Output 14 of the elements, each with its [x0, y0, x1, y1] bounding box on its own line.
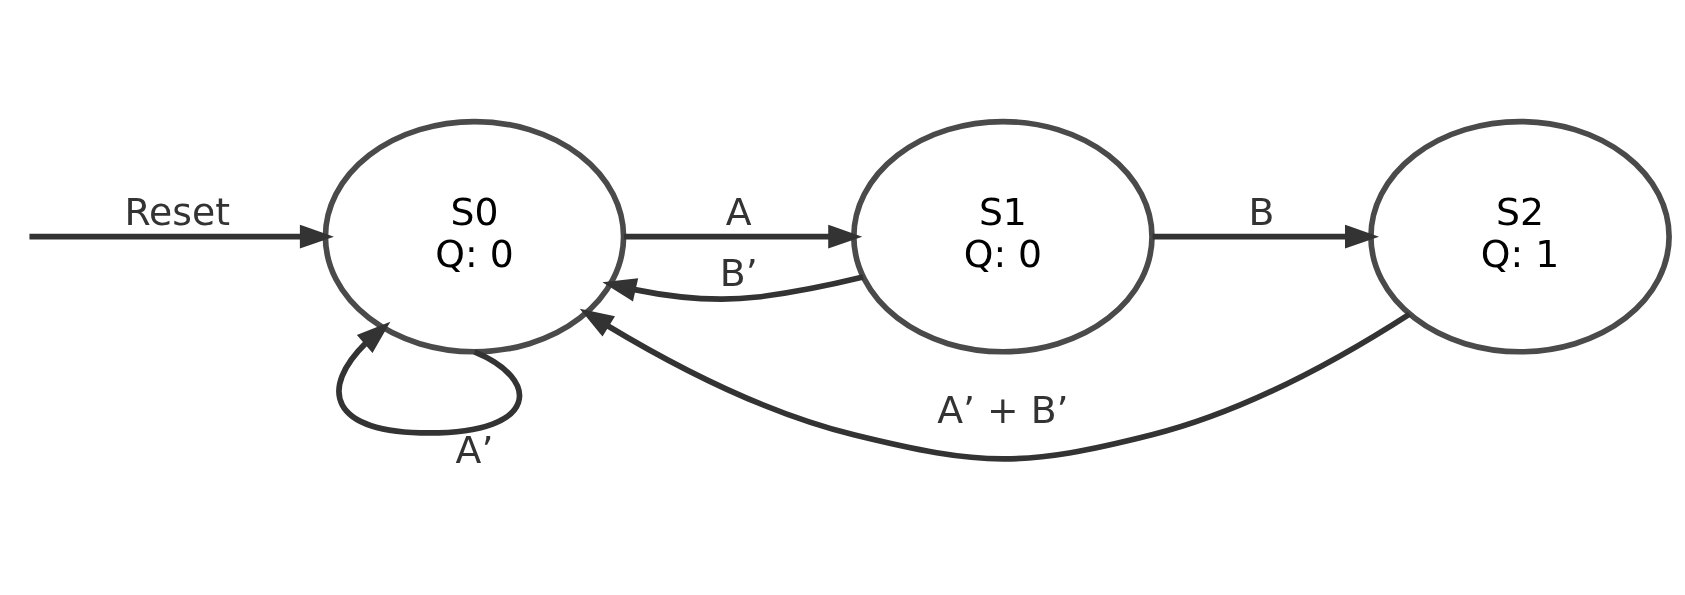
node-ellipse: S1 Q: 0 [851, 118, 1155, 355]
edge-label: A [725, 189, 752, 234]
arrow [29, 224, 334, 249]
edge-label: Reset [124, 189, 230, 234]
arrow [623, 224, 863, 249]
arrow [602, 273, 864, 302]
edge-label: A’ [455, 427, 494, 472]
edge-label: B [1248, 189, 1275, 234]
edge-label: A’ + B’ [937, 388, 1069, 432]
node-ellipse: S2 Q: 1 [1368, 118, 1672, 355]
arrow [579, 308, 1412, 462]
arrow [1152, 224, 1380, 249]
edge-label: B’ [719, 250, 758, 295]
arrow [336, 321, 523, 436]
